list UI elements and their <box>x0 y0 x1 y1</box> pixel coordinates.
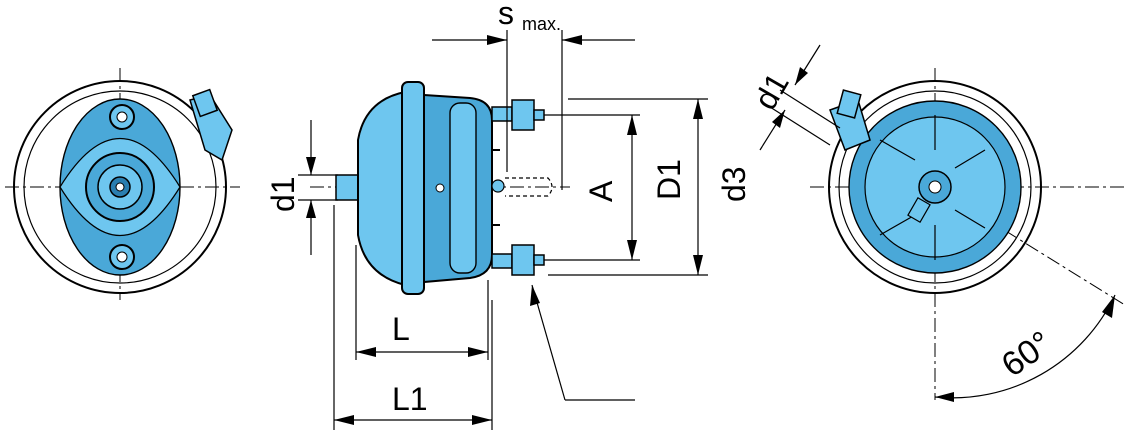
L1-label: L1 <box>392 381 428 417</box>
left-end-view <box>5 68 240 300</box>
dimension-L: L <box>355 245 489 360</box>
leader-line <box>530 284 635 401</box>
A-label: A <box>583 180 619 202</box>
dimension-D1: D1 <box>548 98 708 276</box>
s-max-subscript: max. <box>522 14 561 34</box>
dimension-L1: L1 <box>333 205 493 430</box>
d1-right-label: d1 <box>747 67 796 116</box>
middle-side-view <box>310 81 570 295</box>
dimension-s-max: s max. <box>432 0 635 190</box>
dimension-d3: d3 <box>716 166 752 202</box>
dimension-d1-left: d1 <box>265 120 338 255</box>
d1-left-label: d1 <box>265 176 301 212</box>
s-max-label: s <box>498 0 514 31</box>
d3-label: d3 <box>716 166 752 202</box>
right-end-view: d1 60° <box>747 44 1126 402</box>
D1-label: D1 <box>651 159 687 200</box>
dimension-A: A <box>544 114 640 261</box>
L-label: L <box>392 311 410 347</box>
angle-label: 60° <box>995 324 1059 385</box>
